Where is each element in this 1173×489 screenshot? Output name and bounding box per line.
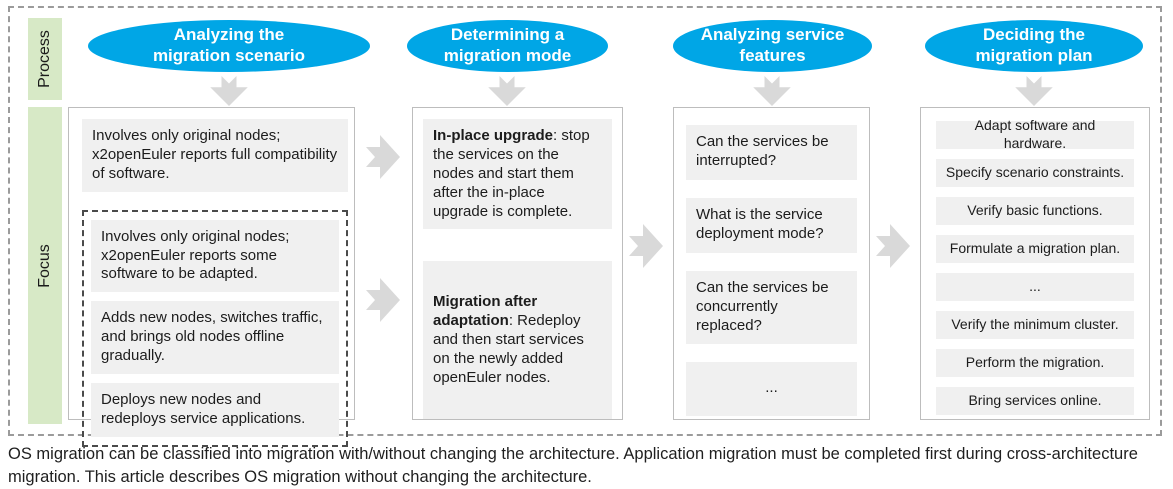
mode-item-rest: : Redeploy and then start services on th… (433, 312, 584, 386)
scenario-item-full-compatibility: Involves only original nodes; x2openEule… (82, 119, 348, 192)
process-step-deciding-plan: Deciding the migration plan (925, 20, 1143, 72)
step-title-line: migration scenario (152, 46, 306, 65)
down-arrow-icon (209, 76, 249, 106)
diagram-caption: OS migration can be classified into migr… (8, 445, 1138, 487)
feature-question-concurrently-replaced: Can the services be concurrently replace… (686, 271, 857, 344)
process-step-determining-mode: Determining a migration mode (407, 20, 608, 72)
step-title-line: migration plan (975, 46, 1093, 65)
plan-step-verify-functions: Verify basic functions. (936, 197, 1134, 225)
mode-item-migration-after-adaptation: Migration after adaptation: Redeploy and… (423, 261, 612, 420)
scenario-item-deploys-new-nodes: Deploys new nodes and redeploys service … (91, 383, 339, 437)
process-label-text: Process (36, 30, 54, 88)
plan-step-ellipsis: ... (936, 273, 1134, 301)
right-arrow-icon (876, 224, 910, 268)
feature-question-deployment-mode: What is the service deployment mode? (686, 198, 857, 253)
step-title-line: Determining a (450, 25, 565, 45)
process-row-label: Process (28, 18, 62, 100)
scenario-item-adds-new-nodes: Adds new nodes, switches traffic, and br… (91, 301, 339, 375)
plan-step-perform-migration: Perform the migration. (936, 349, 1134, 377)
feature-question-ellipsis: ... (686, 361, 857, 416)
step-title-line: migration mode (443, 46, 572, 65)
right-arrow-icon (629, 224, 663, 268)
down-arrow-icon (487, 76, 527, 106)
scenario-dashed-group: Involves only original nodes; x2openEule… (82, 209, 348, 447)
plan-step-adapt: Adapt software and hardware. (936, 117, 1134, 151)
focus-box-migration-plan: Adapt software and hardware. Specify sce… (920, 107, 1150, 420)
feature-question-interrupted: Can the services be interrupted? (686, 125, 857, 180)
plan-step-formulate-plan: Formulate a migration plan. (936, 235, 1134, 263)
focus-box-migration-scenario: Involves only original nodes; x2openEule… (68, 107, 355, 447)
focus-box-migration-mode: In-place upgrade: stop the services on t… (412, 107, 623, 420)
right-arrow-icon (366, 135, 400, 179)
step-title-line: Deciding the (982, 25, 1085, 45)
step-title-line: features (739, 46, 806, 65)
right-arrow-icon (366, 278, 400, 322)
focus-label-text: Focus (36, 243, 54, 288)
mode-item-bold: Migration after adaptation (433, 293, 538, 330)
plan-step-verify-cluster: Verify the minimum cluster. (936, 311, 1134, 339)
process-step-analyzing-scenario: Analyzing the migration scenario (88, 20, 370, 72)
mode-item-bold: In-place upgrade (433, 127, 554, 144)
step-title-line: Analyzing service (700, 25, 845, 45)
mode-item-in-place-upgrade: In-place upgrade: stop the services on t… (423, 119, 612, 230)
plan-step-constraints: Specify scenario constraints. (936, 159, 1134, 187)
process-step-analyzing-features: Analyzing service features (673, 20, 872, 72)
diagram-dashed-border (8, 6, 1162, 436)
mode-item-rest: : stop the services on the nodes and sta… (433, 127, 590, 220)
focus-box-service-features: Can the services be interrupted? What is… (673, 107, 870, 420)
plan-step-bring-online: Bring services online. (936, 387, 1134, 415)
focus-row-label: Focus (28, 107, 62, 424)
down-arrow-icon (752, 76, 792, 106)
down-arrow-icon (1014, 76, 1054, 106)
scenario-item-some-software-adapted: Involves only original nodes; x2openEule… (91, 219, 339, 293)
step-title-line: Analyzing the (173, 25, 285, 45)
